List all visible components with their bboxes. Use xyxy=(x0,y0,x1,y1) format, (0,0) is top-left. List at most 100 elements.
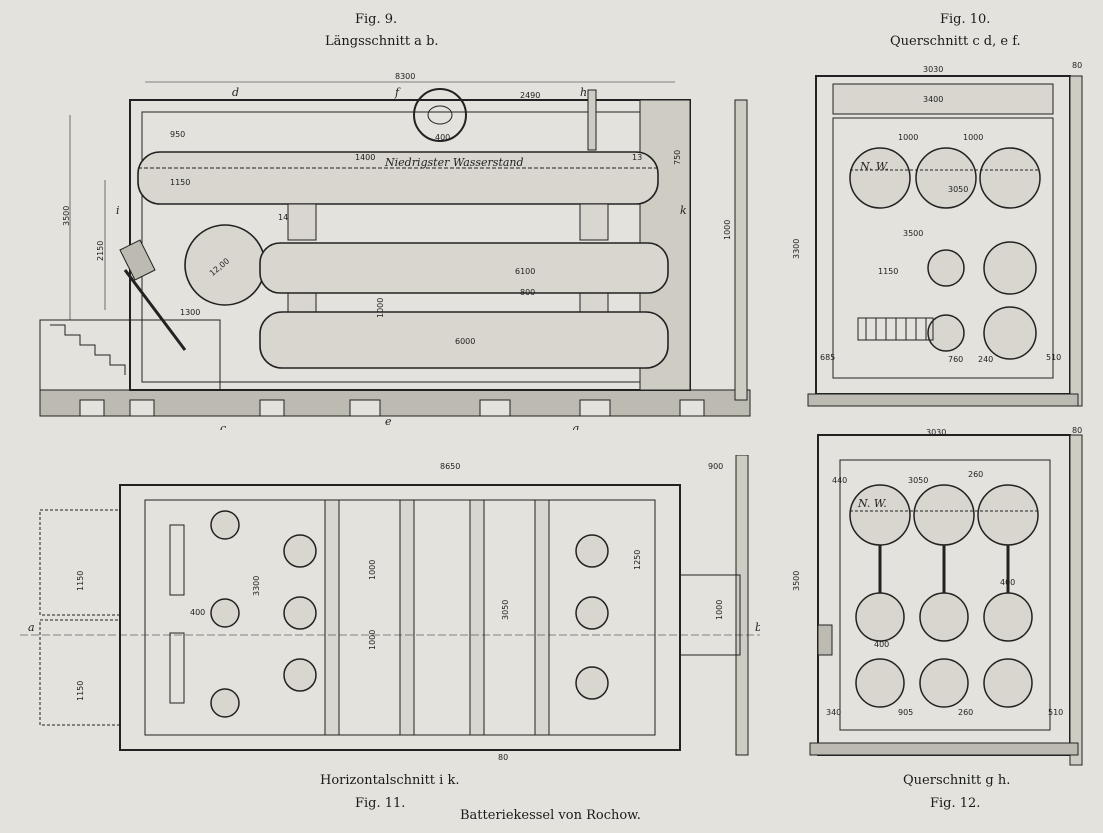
fig9-title: Längsschnitt a b. xyxy=(325,34,439,49)
dim-1000c: 1000 xyxy=(715,600,724,620)
dim-80: 80 xyxy=(1072,426,1082,435)
lower-drums xyxy=(927,241,1037,360)
dim-6000: 6000 xyxy=(455,337,475,346)
dim-1250: 1250 xyxy=(633,550,642,570)
fig10-dimension-labels: 3030 3400 80 1000 1000 3500 1150 3300 68… xyxy=(792,61,1082,364)
fire-door xyxy=(119,239,156,281)
right-wall xyxy=(1069,75,1083,407)
dim-340: 340 xyxy=(826,708,841,717)
top-arch xyxy=(832,83,1054,115)
steam-dome-inner xyxy=(427,105,453,125)
section-marks: c d e f g h i k xyxy=(116,86,687,430)
dim-1000a: 1000 xyxy=(368,560,377,580)
dim-6100: 6100 xyxy=(515,267,535,276)
dim-240: 240 xyxy=(978,355,993,364)
upper-drum xyxy=(137,151,659,205)
fig10-number: Fig. 10. xyxy=(940,12,991,27)
dim-3300: 3300 xyxy=(252,576,261,596)
fig9-dimension-labels: 8300 2490 3500 2150 1400 1150 950 1000 6… xyxy=(62,72,732,346)
fig11-dimension-labels: 8650 900 1150 1150 3300 400 1000 1000 30… xyxy=(76,462,724,762)
lower-drum xyxy=(259,311,669,369)
floor xyxy=(809,742,1079,756)
dim-1000b: 1000 xyxy=(723,220,732,240)
middle-drums xyxy=(855,592,1033,642)
steam-pipe xyxy=(587,89,597,151)
dim-905: 905 xyxy=(898,708,913,717)
drum-connectors xyxy=(878,545,1010,593)
dim-3300: 3300 xyxy=(792,239,801,259)
dim-510: 510 xyxy=(1048,708,1063,717)
dim-800: 800 xyxy=(520,288,535,297)
dim-3500: 3500 xyxy=(903,229,923,238)
mark-f: f xyxy=(394,86,401,99)
mark-b: b xyxy=(755,621,760,634)
setting-inner xyxy=(832,117,1054,379)
dim-13: 13 xyxy=(632,153,642,162)
fig9-longitudinal-section: Niedrigster Wasserstand 8300 2490 3500 2… xyxy=(39,72,751,430)
dim-260b: 260 xyxy=(958,708,973,717)
fig9-number: Fig. 9. xyxy=(355,12,398,27)
dim-400: 400 xyxy=(435,133,450,142)
floor xyxy=(807,393,1079,407)
fig10-cross-section: N. W. 3030 3400 80 1000 1000 3500 1150 3… xyxy=(792,61,1083,407)
dim-2490: 2490 xyxy=(520,91,540,100)
dim-3030: 3030 xyxy=(926,428,946,437)
dim-900: 900 xyxy=(708,462,723,471)
dim-400b: 400 xyxy=(874,640,889,649)
fig10-title: Querschnitt c d, e f. xyxy=(890,34,1021,49)
dim-8650: 8650 xyxy=(440,462,460,471)
dim-3400: 3400 xyxy=(923,95,943,104)
mark-i: i xyxy=(116,204,120,217)
fig12-title: Querschnitt g h. xyxy=(903,773,1011,788)
top-drums xyxy=(849,147,1041,209)
fig12-number: Fig. 12. xyxy=(930,796,981,811)
mark-d: d xyxy=(232,86,239,99)
dim-1000b: 1000 xyxy=(368,630,377,650)
dim-760: 760 xyxy=(948,355,963,364)
dimension-lines xyxy=(69,81,675,320)
dim-3050: 3050 xyxy=(948,185,968,194)
dim-1150a: 1150 xyxy=(76,571,85,591)
right-wall xyxy=(1069,434,1083,766)
fig11-number: Fig. 11. xyxy=(355,796,406,811)
dim-80: 80 xyxy=(1072,61,1082,70)
dim-3500: 3500 xyxy=(62,206,71,226)
water-level-label: Niedrigster Wasserstand xyxy=(384,156,524,169)
fig11-title: Horizontalschnitt i k. xyxy=(320,773,460,788)
fig12-dimension-labels: 3030 80 3050 260 440 400 400 3500 340 90… xyxy=(792,426,1082,717)
dim-510: 510 xyxy=(1046,353,1061,362)
chimney-wall xyxy=(735,455,749,756)
mark-c: c xyxy=(220,422,226,430)
dim-1150: 1150 xyxy=(878,267,898,276)
main-title: Batteriekessel von Rochow. xyxy=(460,808,641,823)
chimney-wall xyxy=(734,99,748,401)
dim-1000a: 1000 xyxy=(898,133,918,142)
middle-drum xyxy=(259,242,669,294)
grate-bars xyxy=(865,318,927,340)
dim-750: 750 xyxy=(673,150,682,165)
dim-1000: 1000 xyxy=(376,298,385,318)
dim-3050: 3050 xyxy=(501,600,510,620)
setting-inner xyxy=(839,459,1051,731)
foundation-piers xyxy=(79,399,705,417)
dim-3500: 3500 xyxy=(792,571,801,591)
dim-685: 685 xyxy=(820,353,835,362)
partition-walls xyxy=(324,499,550,736)
nw-mark: N. W. xyxy=(857,497,887,510)
dim-1000b: 1000 xyxy=(963,133,983,142)
floor-slab xyxy=(39,389,751,417)
fig12-cross-section: N. W. 3030 80 3050 260 440 400 400 3500 … xyxy=(792,426,1083,766)
fire-grate xyxy=(123,269,187,351)
dim-1400: 1400 xyxy=(355,153,375,162)
mark-g: g xyxy=(572,422,579,430)
nw-mark: N. W. xyxy=(859,160,889,173)
mark-h: h xyxy=(580,86,587,99)
mark-e: e xyxy=(385,415,392,428)
dim-1150: 1150 xyxy=(170,178,190,187)
dim-260: 260 xyxy=(968,470,983,479)
dim-2150: 2150 xyxy=(96,241,105,261)
steam-dome xyxy=(413,88,467,142)
dim-80: 80 xyxy=(498,753,508,762)
firing-boxes xyxy=(39,509,121,726)
dim-3030: 3030 xyxy=(923,65,943,74)
